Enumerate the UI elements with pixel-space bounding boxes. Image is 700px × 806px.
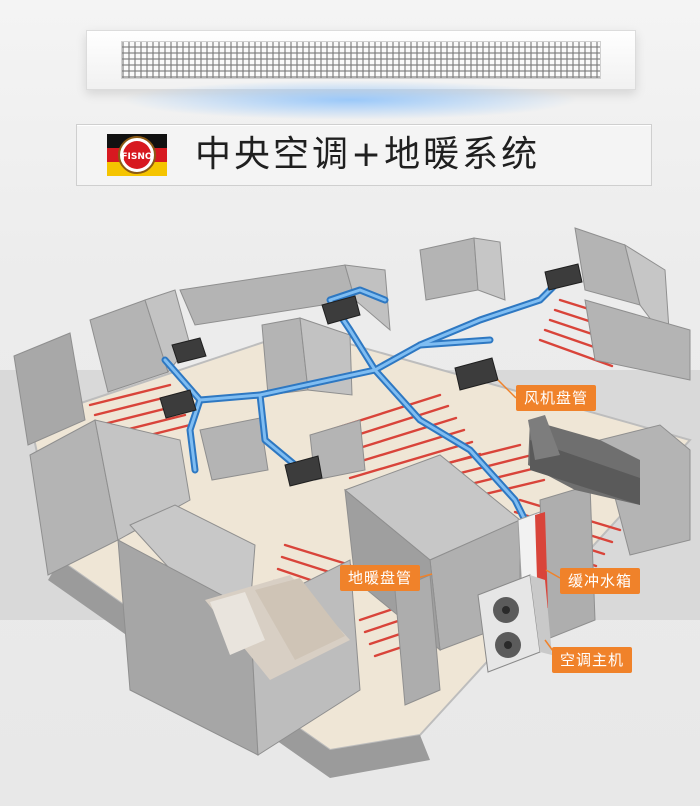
airflow-glow [120,80,580,120]
bed [205,575,350,680]
floor-slab-edge [48,560,430,778]
ac-ducts [161,281,559,524]
label-floor-heating: 地暖盘管 [340,565,421,591]
ac-grille [121,41,601,79]
page-title: 中央空调+地暖系统 [195,134,541,175]
house-cutaway-diagram [13,227,692,778]
label-ac-host: 空调主机 [552,647,633,673]
label-fan-coil: 风机盘管 [516,385,597,411]
callout-lines [409,379,561,656]
fisno-logo-icon: FISNO [107,134,167,176]
label-buffer-tank: 缓冲水箱 [560,568,641,594]
ac-host-unit [477,574,552,673]
sofa [528,415,640,505]
title-bar: FISNO 中央空调+地暖系统 [76,124,652,186]
logo-text: FISNO [121,152,153,162]
fan-coil-units [159,263,583,487]
